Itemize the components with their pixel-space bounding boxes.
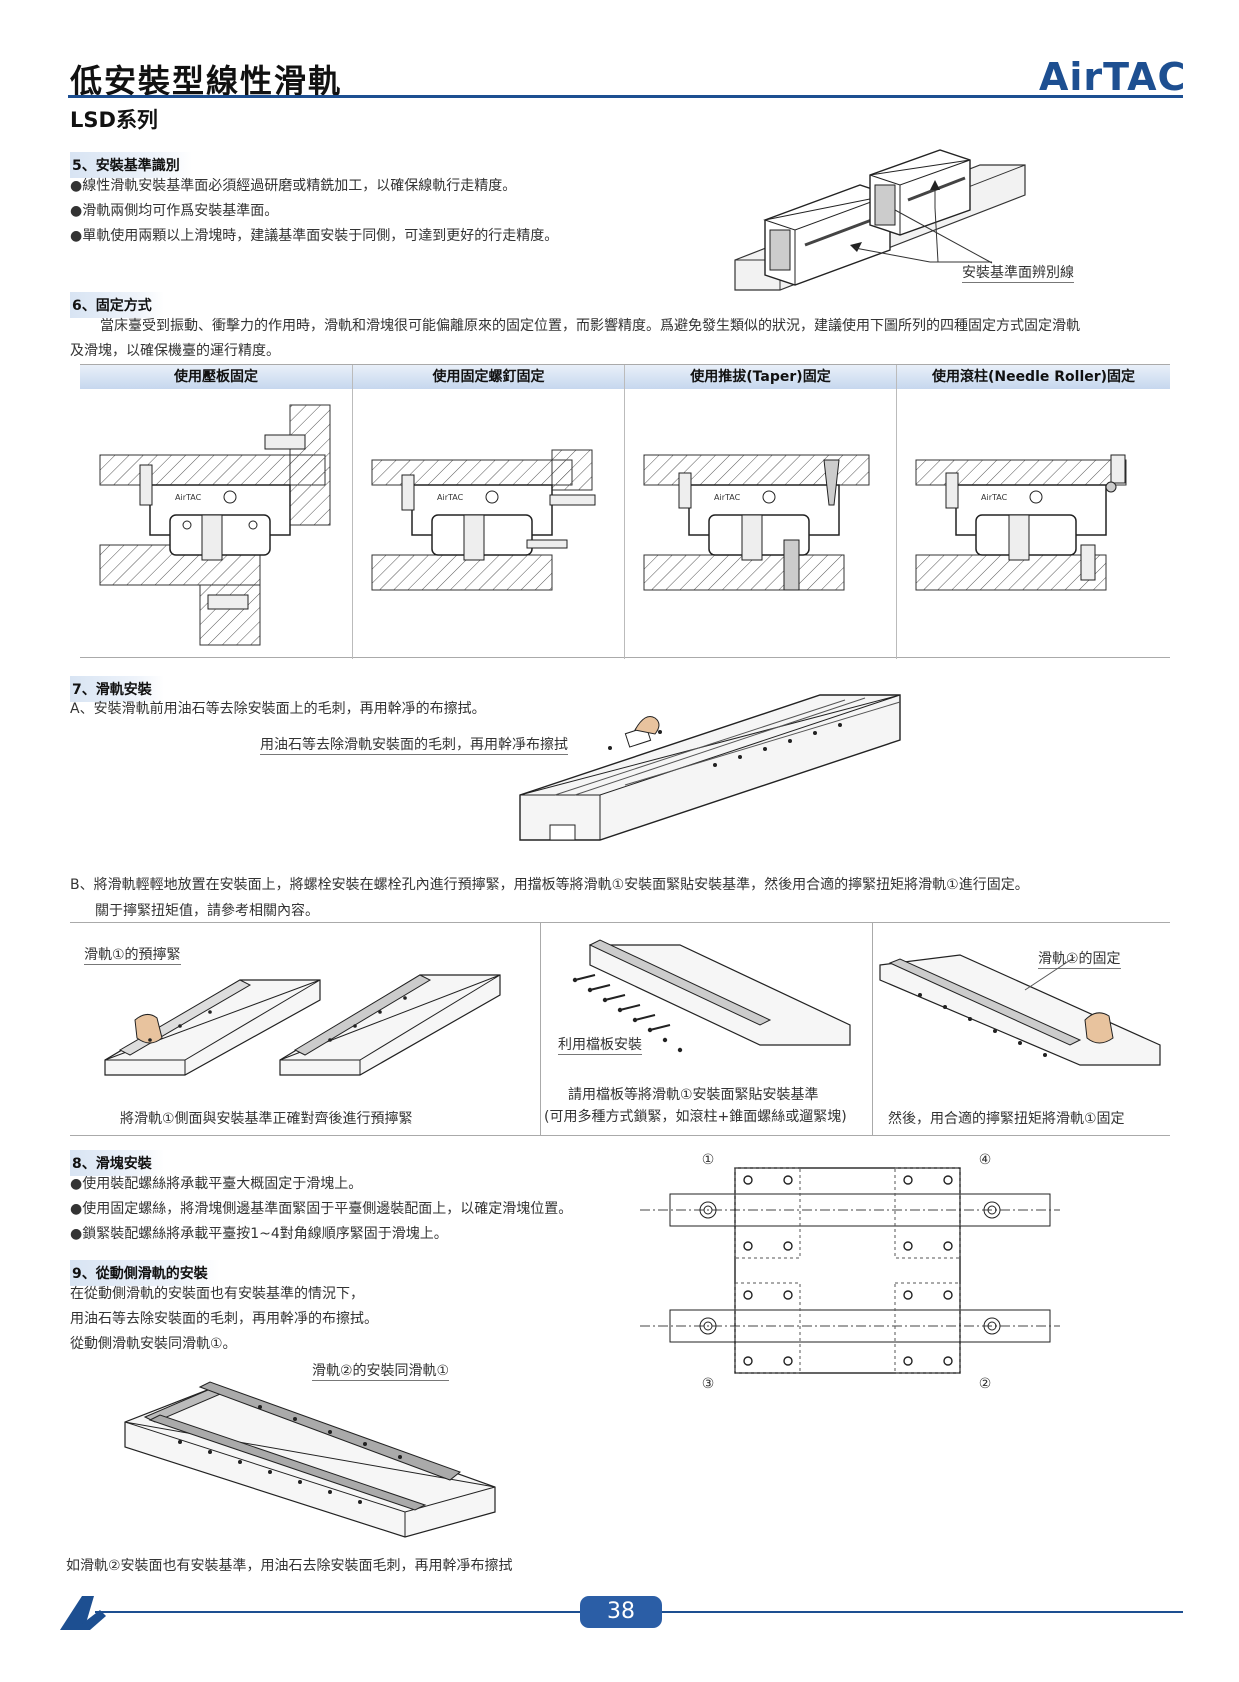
label-block-install: 利用檔板安裝 xyxy=(558,1037,642,1055)
sec7-step-a: A、安裝滑軌前用油石等去除安裝面上的毛刺，再用幹凈的布擦拭。 xyxy=(70,701,486,717)
sec5-rail-illustration xyxy=(734,149,1026,291)
series-subtitle: LSD系列 xyxy=(70,108,158,132)
col-head-3: 使用推拔(Taper)固定 xyxy=(625,365,896,389)
airtac-logo: AirTAC xyxy=(1039,55,1185,99)
fixing-methods-table: 使用壓板固定 使用固定螺釘固定 使用推拔(Taper)固定 使用滾柱(Needl… xyxy=(80,364,1170,659)
col-head-1: 使用壓板固定 xyxy=(80,365,352,389)
svg-text:AirTAC: AirTAC xyxy=(714,493,741,502)
sec6-para-1: 當床臺受到振動、衝擊力的作用時，滑軌和滑塊很可能偏離原來的固定位置，而影響精度。… xyxy=(100,318,1080,334)
sec7-step-b-2: 關于擰緊扭矩值，請參考相關內容。 xyxy=(95,903,319,919)
corner-label-3: ③ xyxy=(702,1376,715,1392)
sec7-callout-a: 用油石等去除滑軌安裝面的毛刺，再用幹凈布擦拭 xyxy=(260,737,568,755)
sec7-heading: 7、滑軌安裝 xyxy=(70,676,164,702)
label-fix-rail: 滑軌①的固定 xyxy=(1038,951,1121,969)
sec9-caption: 如滑軌②安裝面也有安裝基準，用油石去除安裝面毛刺，再用幹凈布擦拭 xyxy=(66,1558,513,1574)
caption-1: 將滑軌①側面與安裝基準正確對齊後進行預擰緊 xyxy=(120,1111,413,1127)
label-pre-tighten: 滑軌①的預擰緊 xyxy=(84,947,181,965)
caption-3: 然後，用合適的擰緊扭矩將滑軌①固定 xyxy=(888,1111,1125,1127)
sec8-heading: 8、滑塊安裝 xyxy=(70,1150,164,1176)
sec7a-base-illustration xyxy=(519,694,901,841)
header-rule xyxy=(68,95,1183,98)
sec9-line-2: 用油石等去除安裝面的毛刺，再用幹凈的布擦拭。 xyxy=(70,1311,378,1327)
col-head-4: 使用滾柱(Needle Roller)固定 xyxy=(897,365,1170,389)
sec5-bullet-1: ●線性滑軌安裝基準面必須經過研磨或精銑加工，以確保線軌行走精度。 xyxy=(70,178,517,194)
col-head-2: 使用固定螺釘固定 xyxy=(353,365,624,389)
sec5-callout: 安裝基準面辨別線 xyxy=(962,265,1074,283)
sec7-step-b-1: B、將滑軌輕輕地放置在安裝面上，將螺栓安裝在螺栓孔內進行預擰緊，用擋板等將滑軌①… xyxy=(70,877,1029,893)
logo-text: AirTAC xyxy=(1039,55,1186,99)
driven-rail-illustration xyxy=(124,1381,496,1538)
corner-label-1: ① xyxy=(702,1152,715,1168)
svg-text:AirTAC: AirTAC xyxy=(981,493,1008,502)
sec5-heading: 5、安裝基準識別 xyxy=(70,152,192,178)
carriage-tightening-order-diagram: ① ④ ③ ② xyxy=(640,1152,1060,1392)
sec5-bullet-2: ●滑軌兩側均可作爲安裝基準面。 xyxy=(70,203,279,219)
fix-rail-illustration xyxy=(879,954,1161,1066)
page-title: 低安裝型線性滑軌 xyxy=(70,62,343,100)
sec8-bullet-2: ●使用固定螺絲，將滑塊側邊基準面緊固于平臺側邊裝配面上，以確定滑塊位置。 xyxy=(70,1201,573,1217)
pre-tighten-illustration xyxy=(104,974,501,1076)
fix-set-screw-diagram: AirTAC xyxy=(371,449,596,591)
svg-text:AirTAC: AirTAC xyxy=(437,493,464,502)
caption-2-line1: 請用檔板等將滑軌①安裝面緊貼安裝基準 xyxy=(568,1087,819,1103)
caption-2-line2: (可用多種方式鎖緊，如滾柱+錐面螺絲或遛緊塊) xyxy=(544,1109,847,1125)
fix-needle-roller-diagram: AirTAC xyxy=(915,454,1127,591)
sec9-callout: 滑軌②的安裝同滑軌① xyxy=(312,1363,450,1381)
sec9-line-1: 在從動側滑軌的安裝面也有安裝基準的情況下， xyxy=(70,1286,364,1302)
corner-label-2: ② xyxy=(979,1376,992,1392)
sec5-bullet-3: ●單軌使用兩顆以上滑塊時，建議基準面安裝于同側，可達到更好的行走精度。 xyxy=(70,228,559,244)
page-number: 38 xyxy=(580,1596,662,1628)
sec8-bullet-3: ●鎖緊裝配螺絲將承載平臺按1~4對角線順序緊固于滑塊上。 xyxy=(70,1226,448,1242)
sec8-bullet-1: ●使用裝配螺絲將承載平臺大概固定于滑塊上。 xyxy=(70,1176,363,1192)
svg-text:AirTAC: AirTAC xyxy=(175,493,202,502)
fix-taper-diagram: AirTAC xyxy=(643,454,870,591)
corner-label-4: ④ xyxy=(979,1152,992,1168)
fix-clamp-plate-diagram: AirTAC xyxy=(99,404,331,646)
sec9-heading: 9、從動側滑軌的安裝 xyxy=(70,1260,220,1286)
sec6-heading: 6、固定方式 xyxy=(70,292,164,318)
sec9-line-3: 從動側滑軌安裝同滑軌①。 xyxy=(70,1336,237,1352)
footer-logo-mark xyxy=(60,1596,106,1630)
sec6-para-2: 及滑塊，以確保機臺的運行精度。 xyxy=(70,343,280,359)
block-install-illustration xyxy=(572,939,851,1053)
